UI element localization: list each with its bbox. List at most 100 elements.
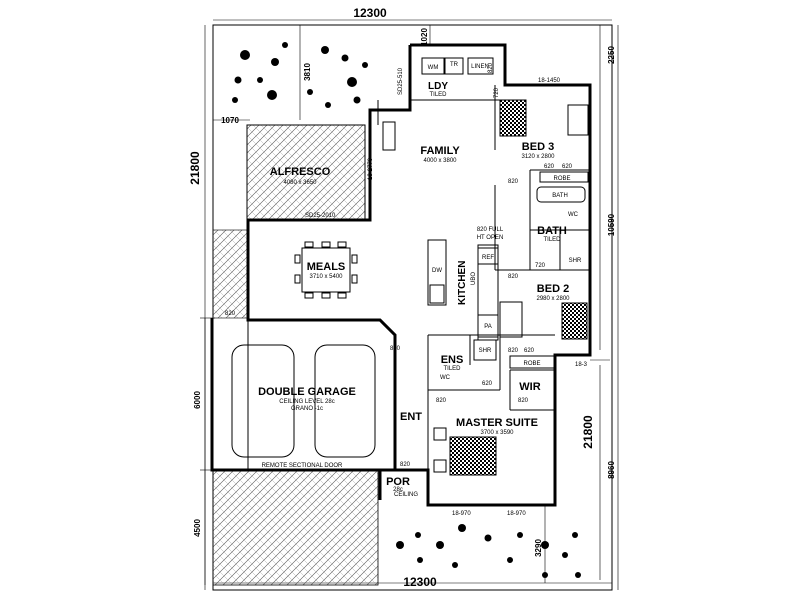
laundry-name: LDY (428, 81, 448, 92)
master-size: 3700 x 3590 (480, 430, 514, 436)
kitchen-name: KITCHEN (457, 261, 468, 305)
tr-label: TR (450, 62, 459, 68)
dim-front-yard: 4500 (193, 519, 202, 537)
dining-table (301, 247, 351, 293)
alfresco-paving (246, 124, 366, 221)
ensuite-name: ENS (441, 354, 464, 366)
bath-wc-label: WC (568, 212, 579, 218)
opening-label-bottom: HT OPEN (477, 235, 504, 241)
master-robe (509, 355, 556, 369)
dim-right-side-upper: 10590 (607, 213, 616, 236)
master-bedside-right (433, 459, 447, 473)
bed3-name: BED 3 (522, 141, 554, 153)
svg-text:820: 820 (508, 179, 519, 185)
master-name: MASTER SUITE (456, 417, 538, 429)
ensuite-wc-label: WC (440, 375, 451, 381)
garage-floor: GRANO -1c (291, 406, 323, 412)
dim-right-depth: 21800 (581, 415, 595, 449)
washing-machine (421, 57, 445, 75)
bed2-name: BED 2 (537, 283, 569, 295)
dimension-lines (200, 19, 619, 590)
cooktop (429, 284, 445, 304)
svg-text:820: 820 (518, 398, 529, 404)
meals-name: MEALS (307, 261, 346, 273)
wir-name: WIR (519, 381, 540, 393)
laundry-sliding-door: SD25-510 (398, 67, 404, 95)
master-window-left: 18-970 (452, 511, 471, 517)
ensuite-shower-label: SHR (479, 348, 492, 354)
bed3-robe-label: ROBE (553, 176, 570, 182)
bed2-bed (561, 302, 588, 340)
dim-alfresco-offset: 1070 (221, 116, 239, 125)
bath-name: BATH (537, 225, 567, 237)
alfresco-size: 4080 x 3650 (283, 180, 317, 186)
entry-name: ENT (400, 411, 422, 423)
svg-text:820: 820 (508, 274, 519, 280)
dim-left-depth: 21800 (188, 151, 202, 185)
master-window-right: 18-970 (507, 511, 526, 517)
dining-chairs (294, 241, 358, 299)
porch-ceiling: 28c (393, 487, 403, 493)
porch-ceiling-label: CEILING (394, 492, 418, 498)
svg-text:820: 820 (436, 398, 447, 404)
alfresco-window-label: 18-2770 (368, 157, 374, 180)
svg-text:720: 720 (494, 87, 500, 98)
ensuite-shower (473, 339, 497, 361)
porch-name: POR (386, 476, 410, 488)
svg-text:820: 820 (390, 346, 401, 352)
svg-text:620: 620 (562, 164, 573, 170)
dw-label: DW (432, 268, 442, 274)
bed3-bed (499, 99, 527, 137)
bed2-window-label: 18-3 (575, 362, 588, 368)
alfresco-name: ALFRESCO (270, 166, 331, 178)
bed2-size: 2980 x 2800 (536, 296, 570, 302)
svg-text:620: 620 (482, 381, 493, 387)
master-bedside-left (433, 427, 447, 441)
bath-finish: TILED (543, 237, 561, 243)
side-paving (212, 229, 249, 319)
door-labels: 820 820 820 820 820 820 620 820 620 820 … (225, 62, 573, 468)
bed3-window-label: 18-1450 (538, 78, 561, 84)
ubo-label: UBO (471, 272, 477, 285)
trough (444, 57, 464, 75)
family-size: 4000 x 3800 (423, 158, 457, 164)
bed3-robe (539, 171, 589, 183)
wm-label: WM (428, 65, 439, 71)
svg-text:820: 820 (508, 348, 519, 354)
linen-label: LINEN (471, 64, 489, 70)
refrigerator (477, 247, 499, 265)
svg-text:620: 620 (544, 164, 555, 170)
garage-name: DOUBLE GARAGE (258, 386, 356, 398)
bathtub-label: BATH (552, 193, 568, 199)
rear-yard-trees (232, 42, 368, 108)
family-name: FAMILY (420, 145, 460, 157)
car-right (314, 344, 376, 458)
bath-shower-label: SHR (569, 258, 582, 264)
meals-size: 3710 x 5400 (309, 274, 343, 280)
garage-ceiling: CEILING LEVEL 28c (279, 399, 334, 405)
ref-label: REF (482, 255, 494, 261)
master-robe-label: ROBE (523, 361, 540, 367)
kitchen-island (427, 239, 447, 306)
bed3-desk (567, 104, 589, 136)
house-outer-wall (210, 43, 592, 507)
dim-bottom-width: 12300 (403, 575, 437, 589)
svg-text:820: 820 (400, 462, 411, 468)
family-wall-unit (382, 121, 396, 151)
dim-front-setback: 3290 (534, 539, 543, 557)
car-left (231, 344, 295, 458)
svg-text:820: 820 (225, 311, 236, 317)
pantry (477, 314, 499, 338)
laundry-finish: TILED (429, 92, 447, 98)
pa-label: PA (484, 324, 492, 330)
dim-garage-depth: 6000 (193, 391, 202, 409)
front-yard-trees (396, 524, 581, 578)
svg-text:820: 820 (488, 62, 494, 73)
driveway-paving (212, 469, 379, 586)
dim-top-width: 12300 (353, 6, 387, 20)
bathtub (536, 186, 586, 203)
dim-top-setback: 1020 (420, 28, 429, 46)
master-bed (449, 436, 497, 476)
opening-label-top: 820 FULL (477, 227, 504, 233)
alfresco-sliding-door: SD25-2010 (305, 213, 336, 219)
